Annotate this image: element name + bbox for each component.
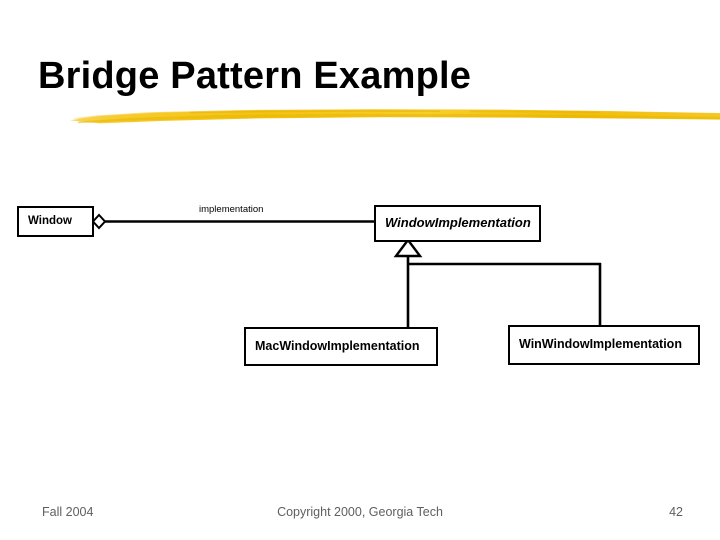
uml-class-winwindowimplementation-label: WinWindowImplementation bbox=[519, 337, 682, 352]
uml-class-windowimplementation[interactable]: WindowImplementation bbox=[374, 205, 541, 242]
uml-class-window-label: Window bbox=[28, 215, 72, 228]
edge-label-implementation: implementation bbox=[199, 204, 264, 215]
footer-date: Fall 2004 bbox=[42, 505, 94, 519]
aggregation-diamond-icon bbox=[91, 213, 107, 230]
uml-connectors-layer bbox=[91, 213, 602, 327]
uml-class-window[interactable]: Window bbox=[17, 206, 94, 237]
generalization-triangle-icon bbox=[393, 238, 423, 258]
uml-class-macwindowimplementation[interactable]: MacWindowImplementation bbox=[244, 327, 438, 366]
footer-page-number: 42 bbox=[669, 505, 683, 519]
uml-class-winwindowimplementation[interactable]: WinWindowImplementation bbox=[508, 325, 700, 365]
page-title: Bridge Pattern Example bbox=[38, 55, 472, 97]
uml-class-diagram: implementation Window WindowImplementati… bbox=[17, 204, 700, 366]
uml-class-windowimplementation-label: WindowImplementation bbox=[385, 215, 531, 231]
uml-class-macwindowimplementation-label: MacWindowImplementation bbox=[255, 338, 420, 353]
footer-copyright: Copyright 2000, Georgia Tech bbox=[277, 505, 443, 519]
slide-footer: Fall 2004 Copyright 2000, Georgia Tech 4… bbox=[0, 505, 720, 527]
